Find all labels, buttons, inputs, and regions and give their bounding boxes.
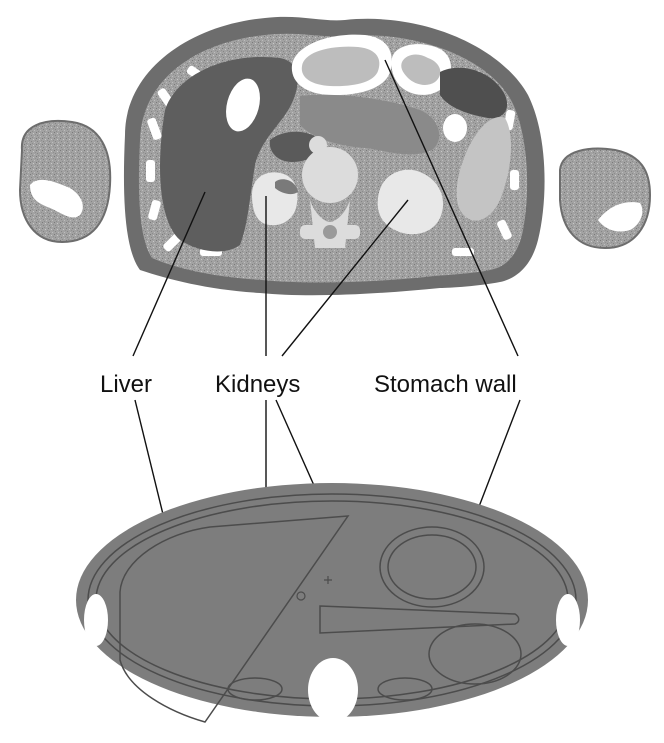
white-spot-right — [443, 114, 467, 142]
stylized-arm-left — [84, 594, 108, 646]
stylized-phantom — [76, 483, 588, 722]
liver-label: Liver — [100, 371, 152, 398]
stylized-spine — [308, 658, 358, 722]
aorta — [309, 136, 327, 154]
voxel-phantom — [20, 17, 650, 295]
stylized-arm-right — [556, 594, 580, 646]
stomach-wall-label: Stomach wall — [374, 371, 517, 398]
kidney-left-voxel — [252, 172, 297, 225]
left-arm — [20, 121, 110, 242]
torso-cross-section — [124, 17, 545, 295]
kidneys-label: Kidneys — [215, 371, 300, 398]
organ-labels: Liver Kidneys Stomach wall — [100, 371, 517, 398]
right-arm — [560, 149, 650, 248]
